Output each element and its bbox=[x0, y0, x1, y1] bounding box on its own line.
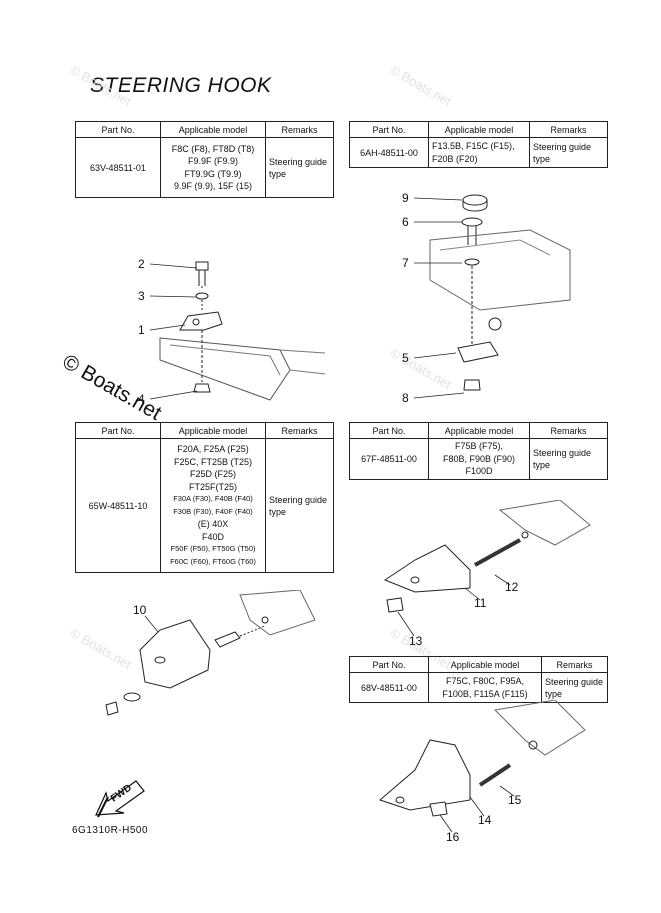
callout-6: 6 bbox=[402, 215, 409, 229]
part-number: 68V-48511-00 bbox=[349, 672, 429, 703]
parts-table-2: Part No. Applicable model Remarks 6AH-48… bbox=[349, 121, 608, 168]
header-remarks: Remarks bbox=[529, 422, 608, 439]
applicable-models: F20A, F25A (F25)F25C, FT25B (T25)F25D (F… bbox=[160, 438, 266, 573]
part-number: 63V-48511-01 bbox=[75, 137, 161, 198]
parts-table-4: Part No. Applicable model Remarks 67F-48… bbox=[349, 422, 608, 480]
header-model: Applicable model bbox=[428, 422, 530, 439]
page-title: STEERING HOOK bbox=[90, 74, 272, 97]
part-number: 65W-48511-10 bbox=[75, 438, 161, 573]
diagram-2 bbox=[429, 194, 571, 391]
callout-16: 16 bbox=[446, 830, 460, 844]
diagram-1 bbox=[159, 261, 326, 401]
part-number: 67F-48511-00 bbox=[349, 438, 429, 480]
callout-8: 8 bbox=[402, 391, 409, 405]
callout-14: 14 bbox=[478, 813, 492, 827]
diagram-5 bbox=[379, 700, 586, 817]
callout-2: 2 bbox=[138, 257, 145, 271]
callout-7: 7 bbox=[402, 256, 409, 270]
callout-15: 15 bbox=[508, 793, 522, 807]
parts-table-3: Part No. Applicable model Remarks 65W-48… bbox=[75, 422, 334, 573]
callout-11: 11 bbox=[474, 596, 487, 610]
callout-4: 4 bbox=[138, 392, 145, 406]
applicable-models: F75B (F75),F80B, F90B (F90)F100D bbox=[428, 438, 530, 480]
applicable-models: F8C (F8), FT8D (T8)F9.9F (F9.9)FT9.9G (T… bbox=[160, 137, 266, 198]
parts-table-5: Part No. Applicable model Remarks 68V-48… bbox=[349, 656, 608, 703]
callout-13: 13 bbox=[409, 634, 423, 648]
diagram-4 bbox=[383, 500, 591, 613]
applicable-models: F13.5B, F15C (F15),F20B (F20) bbox=[428, 137, 530, 168]
callout-9: 9 bbox=[402, 191, 409, 205]
fwd-arrow-icon bbox=[95, 780, 145, 818]
callout-3: 3 bbox=[138, 289, 145, 303]
callout-1: 1 bbox=[138, 323, 145, 337]
diagram-3 bbox=[105, 590, 316, 716]
parts-table-1: Part No. Applicable model Remarks 63V-48… bbox=[75, 121, 334, 198]
part-number: 6AH-48511-00 bbox=[349, 137, 429, 168]
callout-10: 10 bbox=[133, 603, 147, 617]
callout-5: 5 bbox=[402, 351, 409, 365]
diagram-code: 6G1310R-H500 bbox=[72, 825, 149, 836]
